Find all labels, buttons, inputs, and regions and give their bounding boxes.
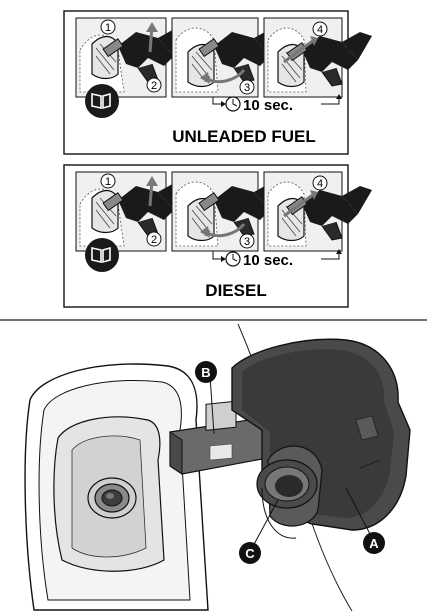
- step-marker-3: 3: [239, 79, 255, 95]
- callout-letter: B: [201, 365, 210, 380]
- callout-a: A: [363, 532, 385, 554]
- wait-time-label: 10 sec.: [243, 252, 293, 269]
- clock-icon: [225, 251, 241, 267]
- diesel-panel: 1 2 3 4 10 sec. DIESEL: [63, 164, 373, 308]
- callout-letter: A: [369, 536, 379, 551]
- unleaded-fuel-panel: 1 2 3 4 10 sec. UNLEADED FUEL: [63, 10, 373, 155]
- step-marker-3: 3: [239, 233, 255, 249]
- step-number: 4: [317, 24, 323, 36]
- fuel-filler-door-illustration: B A C: [24, 323, 411, 611]
- step-number: 2: [151, 80, 157, 92]
- callout-c: C: [239, 542, 261, 564]
- step-frame-3: [263, 171, 373, 252]
- step-number: 2: [151, 234, 157, 246]
- callout-letter: C: [245, 546, 255, 561]
- step-number: 4: [317, 178, 323, 190]
- step-number: 1: [105, 22, 111, 34]
- step-marker-2: 2: [146, 77, 162, 93]
- book-icon: [85, 84, 119, 118]
- step-number: 3: [244, 236, 250, 248]
- step-marker-1: 1: [100, 173, 116, 189]
- wait-time-label: 10 sec.: [243, 97, 293, 114]
- step-number: 3: [244, 82, 250, 94]
- rubber-cup: [256, 445, 323, 539]
- fuel-type-title: UNLEADED FUEL: [172, 127, 316, 146]
- step-marker-4: 4: [312, 21, 328, 37]
- step-marker-4: 4: [312, 175, 328, 191]
- step-frame-3: [263, 17, 373, 98]
- book-icon: [85, 238, 119, 272]
- step-marker-2: 2: [146, 231, 162, 247]
- step-frame-1: [75, 17, 189, 98]
- callout-b: B: [195, 361, 217, 383]
- step-marker-1: 1: [100, 19, 116, 35]
- clock-icon: [225, 96, 241, 112]
- filler-neck: [87, 477, 137, 519]
- fuel-type-title: DIESEL: [205, 281, 266, 300]
- step-number: 1: [105, 176, 111, 188]
